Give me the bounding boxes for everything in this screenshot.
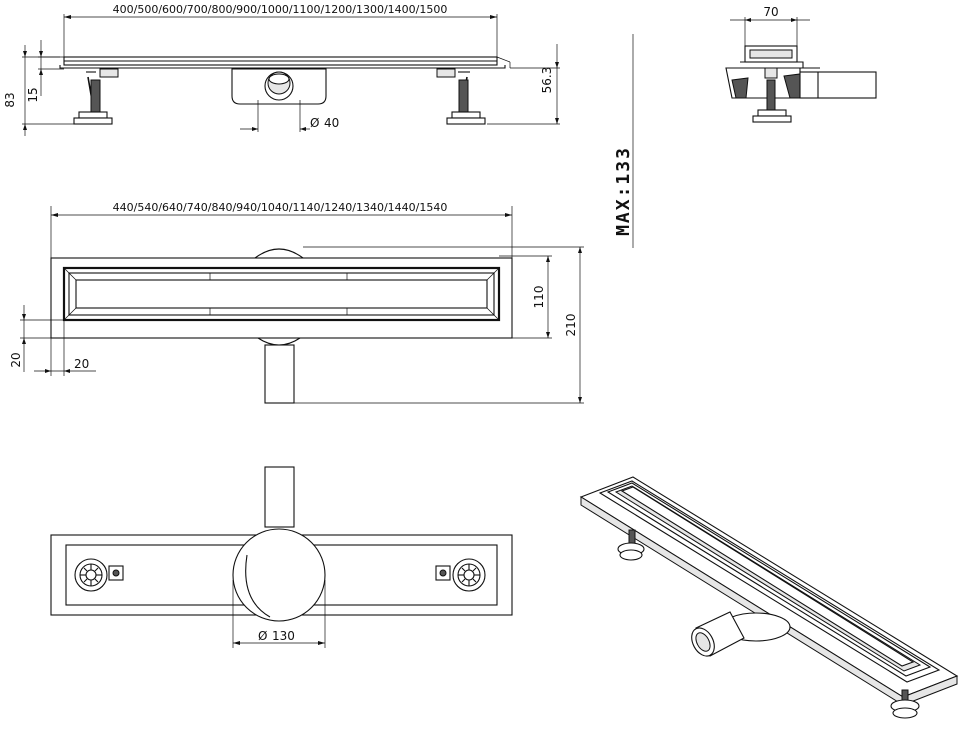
top-view: 440/540/640/740/840/940/1040/1140/1240/1… — [9, 201, 584, 404]
height-83-label: 83 — [3, 92, 17, 107]
height-56-3-label: 56.3 — [540, 67, 554, 94]
left-foot-bolt — [74, 558, 124, 592]
offset-20-horizontal-label: 20 — [74, 357, 89, 371]
max-height-dimension: MAX:133 — [613, 34, 634, 248]
length-range-label: 400/500/600/700/800/900/1000/1100/1200/1… — [113, 3, 448, 16]
side-view: 70 — [725, 5, 877, 123]
max-height-label: MAX:133 — [613, 146, 634, 236]
channel-110-label: 110 — [532, 286, 546, 309]
bottom-view: Ø 130 — [50, 466, 513, 648]
outlet-diameter-label: 40 — [324, 116, 339, 130]
body-130-label: 130 — [272, 629, 295, 643]
diameter-symbol-body: Ø — [258, 629, 267, 643]
front-view: 400/500/600/700/800/900/1000/1100/1200/1… — [3, 3, 560, 136]
diameter-symbol: Ø — [310, 116, 319, 130]
height-15-label: 15 — [26, 87, 40, 102]
isometric-view — [579, 476, 959, 719]
total-length-range-label: 440/540/640/740/840/940/1040/1140/1240/1… — [113, 201, 448, 214]
right-foot-bolt — [435, 558, 486, 592]
offset-20-vertical-label: 20 — [9, 352, 23, 367]
width-210-label: 210 — [564, 314, 578, 337]
width-70-label: 70 — [763, 5, 778, 19]
